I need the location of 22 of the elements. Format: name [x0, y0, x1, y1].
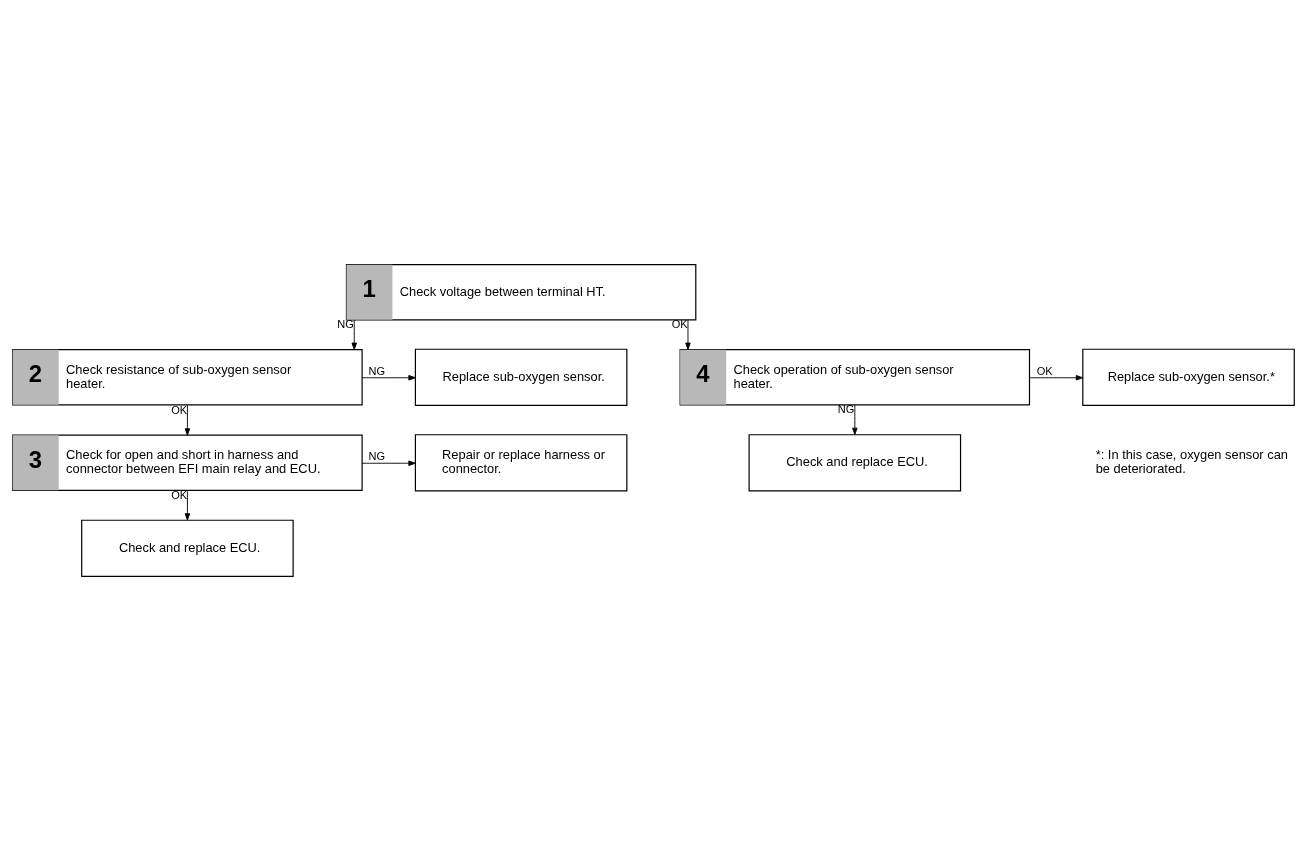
edge-label: NG — [368, 450, 385, 463]
arrow — [184, 404, 191, 436]
node-box: Repair or replace harness or connector. — [414, 434, 628, 492]
node-box: Check and replace ECU. — [748, 434, 962, 492]
arrow — [184, 490, 191, 521]
edge-label: OK — [171, 488, 188, 501]
edge-label: NG — [837, 403, 855, 416]
arrow — [852, 404, 858, 436]
arrow — [1029, 375, 1084, 381]
node-box: Replace sub-oxygen sensor.* — [1082, 348, 1295, 406]
arrow — [361, 375, 416, 381]
arrow — [351, 319, 357, 350]
node-box: Replace sub-oxygen sensor. — [414, 348, 628, 406]
edge-label: OK — [671, 318, 688, 331]
arrow — [685, 319, 691, 350]
label: *: In this case, oxygen sensor can be deteriorated. — [1095, 447, 1288, 477]
edge-label: NG — [368, 364, 385, 377]
edge-label: OK — [171, 403, 188, 416]
edge-label: NG — [337, 318, 354, 331]
arrow — [361, 460, 416, 466]
node-box: Check and replace ECU. — [81, 519, 294, 577]
edge-label: OK — [1036, 364, 1053, 377]
